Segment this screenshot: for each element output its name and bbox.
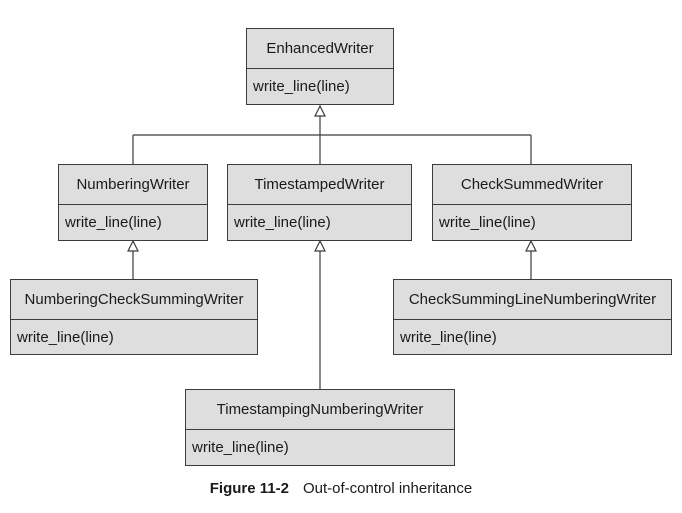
class-box-timestamping-numbering-writer: TimestampingNumberingWriter write_line(l… <box>185 389 455 466</box>
class-name: EnhancedWriter <box>247 29 393 69</box>
class-operation: write_line(line) <box>17 329 114 346</box>
class-box-enhanced-writer: EnhancedWriter write_line(line) <box>246 28 394 105</box>
class-operation: write_line(line) <box>234 214 331 231</box>
figure-title: Out-of-control inheritance <box>302 480 473 497</box>
class-name: CheckSummingLineNumberingWriter <box>394 280 671 320</box>
inheritance-arrow-numbering <box>127 239 139 252</box>
class-name: CheckSummedWriter <box>433 165 631 205</box>
class-operation: write_line(line) <box>65 214 162 231</box>
class-operation: write_line(line) <box>400 329 497 346</box>
inheritance-arrow-timestamped <box>314 239 326 252</box>
class-operation: write_line(line) <box>439 214 536 231</box>
class-box-checksummed-writer: CheckSummedWriter write_line(line) <box>432 164 632 241</box>
class-operation: write_line(line) <box>192 439 289 456</box>
class-box-checksumming-linenumbering-writer: CheckSummingLineNumberingWriter write_li… <box>393 279 672 355</box>
class-operation: write_line(line) <box>253 78 350 95</box>
class-name: NumberingCheckSummingWriter <box>11 280 257 320</box>
class-box-numbering-checksumming-writer: NumberingCheckSummingWriter write_line(l… <box>10 279 258 355</box>
class-name: TimestampingNumberingWriter <box>186 390 454 430</box>
figure-number: Figure 11-2 <box>209 480 289 497</box>
class-name: NumberingWriter <box>59 165 207 205</box>
figure-caption: Figure 11-2 Out-of-control inheritance <box>0 480 682 497</box>
class-name: TimestampedWriter <box>228 165 411 205</box>
inheritance-arrow-enhanced <box>314 104 326 117</box>
inheritance-arrow-checksummed <box>525 239 537 252</box>
class-box-numbering-writer: NumberingWriter write_line(line) <box>58 164 208 241</box>
class-box-timestamped-writer: TimestampedWriter write_line(line) <box>227 164 412 241</box>
